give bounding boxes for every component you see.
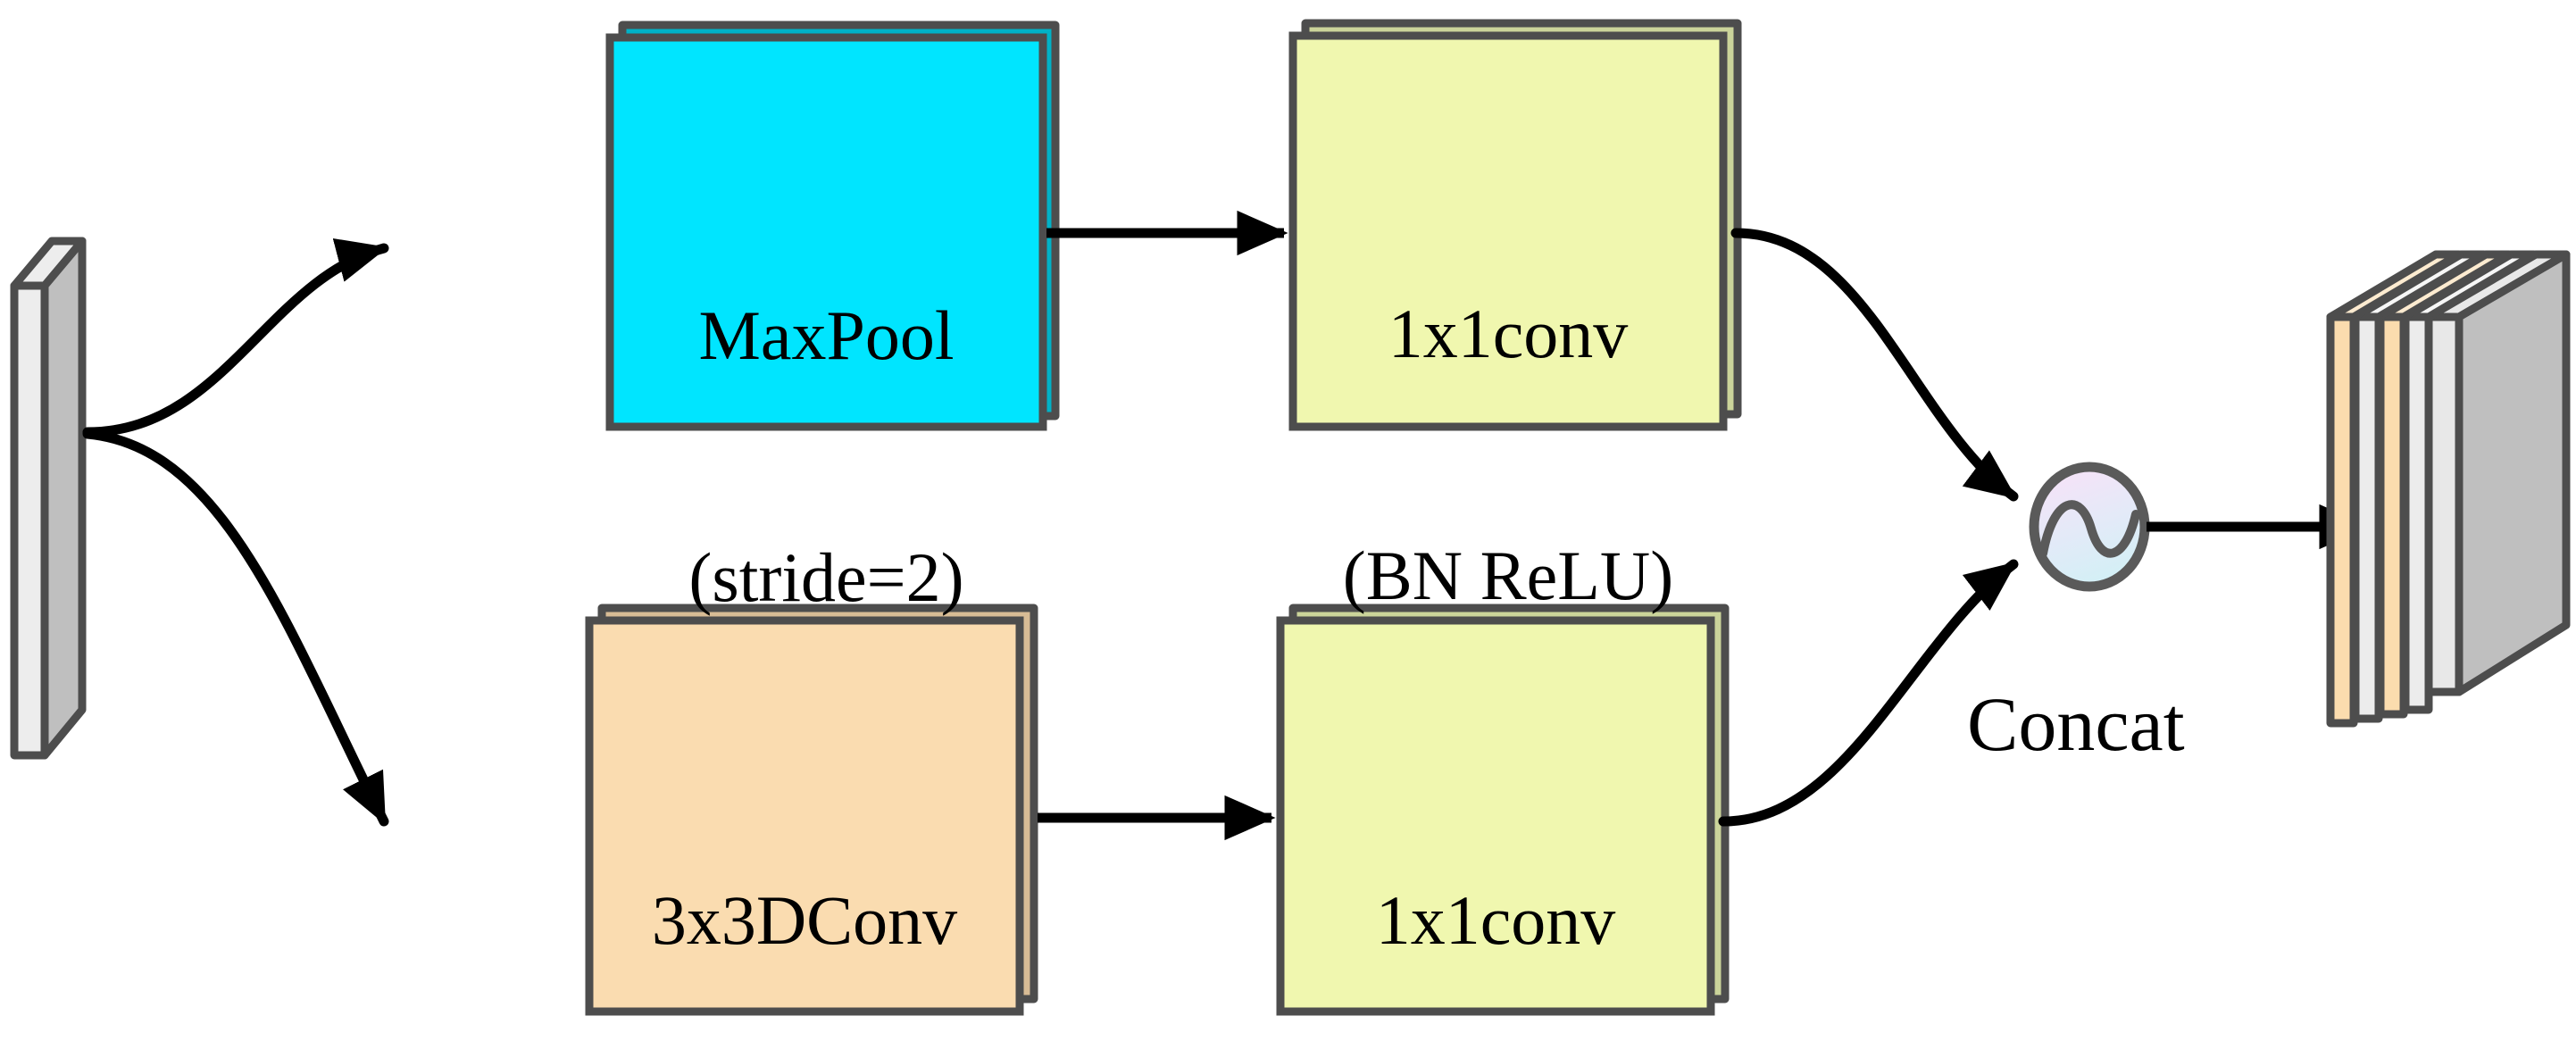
maxpool-block[interactable] <box>605 21 1060 431</box>
output-layer-2-front <box>2351 312 2383 723</box>
input-slab-front-face <box>40 237 87 760</box>
dconv-box-face[interactable] <box>585 616 1024 1016</box>
conv-bottom-block[interactable] <box>1276 604 1730 1016</box>
output-feature-map-stack <box>2326 250 2571 728</box>
concat-sigmoid-icon <box>2038 500 2140 558</box>
dconv-block[interactable] <box>585 604 1038 1016</box>
conv-bottom-box-face[interactable] <box>1276 616 1715 1016</box>
maxpool-box-face[interactable] <box>605 33 1047 431</box>
edge-input-to-maxpool <box>82 238 389 437</box>
input-feature-map <box>10 237 87 760</box>
output-layer-1-front <box>2326 312 2358 728</box>
output-layer-4-front <box>2401 312 2433 714</box>
concat-node[interactable] <box>2029 462 2150 592</box>
concat-label: Concat <box>1967 681 2185 767</box>
conv-top-box-face[interactable] <box>1288 31 1728 431</box>
output-layer-5-front <box>2455 250 2571 696</box>
edge-conv-bottom-to-concat <box>1718 559 2019 827</box>
output-layer-3-front <box>2376 312 2408 719</box>
conv-top-block[interactable] <box>1288 19 1742 431</box>
edge-input-to-dconv <box>82 429 389 827</box>
output-layer-5-side <box>2424 312 2463 696</box>
edge-conv-top-to-concat <box>1730 228 2019 502</box>
input-slab-left-face <box>10 281 49 760</box>
